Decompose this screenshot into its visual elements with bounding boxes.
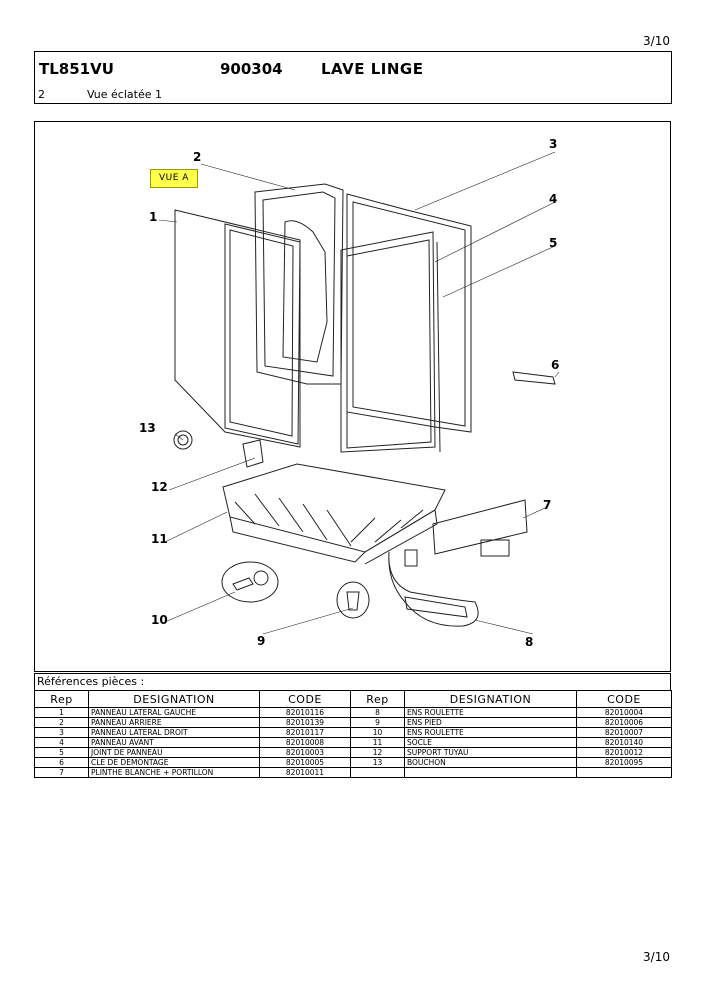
header-code: CODE <box>259 690 351 708</box>
cell-rep: 4 <box>34 737 89 748</box>
cell-rep: 2 <box>34 717 89 728</box>
cell-designation: PANNEAU LATERAL DROIT <box>88 727 260 738</box>
cell-designation: CLE DE DEMONTAGE <box>88 757 260 768</box>
callout-6: 6 <box>551 358 560 372</box>
callout-7: 7 <box>543 498 552 512</box>
cell-code: 82010139 <box>259 717 351 728</box>
cell-designation-2: ENS PIED <box>404 717 577 728</box>
cell-designation-2: SUPPORT TUYAU <box>404 747 577 758</box>
parts-table: Rep DESIGNATION CODE Rep DESIGNATION COD… <box>34 690 672 778</box>
cell-rep-2: 13 <box>350 757 405 768</box>
callout-11: 11 <box>151 532 168 546</box>
cell-rep: 3 <box>34 727 89 738</box>
cell-designation-2: BOUCHON <box>404 757 577 768</box>
product-code: 900304 <box>220 60 283 78</box>
cell-code: 82010116 <box>259 707 351 718</box>
cell-designation-2: ENS ROULETTE <box>404 707 577 718</box>
exploded-view-drawing: VUE A 1 2 3 4 5 6 7 8 9 10 11 12 13 <box>34 121 671 672</box>
callout-12: 12 <box>151 480 168 494</box>
callout-13: 13 <box>139 421 156 435</box>
page-number-bottom: 3/10 <box>643 950 670 964</box>
vue-a-label: VUE A <box>150 169 198 188</box>
cell-code-2: 82010140 <box>576 737 672 748</box>
cell-code: 82010005 <box>259 757 351 768</box>
references-title: Références pièces : <box>37 675 145 688</box>
view-number: 2 <box>38 88 45 101</box>
cell-designation: JOINT DE PANNEAU <box>88 747 260 758</box>
cell-code: 82010003 <box>259 747 351 758</box>
cell-designation-2 <box>404 767 577 778</box>
cell-rep: 1 <box>34 707 89 718</box>
cell-code-2: 82010012 <box>576 747 672 758</box>
callout-5: 5 <box>549 236 558 250</box>
cell-designation: PANNEAU AVANT <box>88 737 260 748</box>
cell-rep: 7 <box>34 767 89 778</box>
cell-code: 82010117 <box>259 727 351 738</box>
cell-rep-2: 8 <box>350 707 405 718</box>
header-designation: DESIGNATION <box>88 690 260 708</box>
cell-designation-2: ENS ROULETTE <box>404 727 577 738</box>
cell-code: 82010008 <box>259 737 351 748</box>
cell-designation: PANNEAU LATERAL GAUCHE <box>88 707 260 718</box>
cell-rep-2 <box>350 767 405 778</box>
cell-rep: 6 <box>34 757 89 768</box>
header-rep: Rep <box>34 690 89 708</box>
cell-rep-2: 12 <box>350 747 405 758</box>
table-header-row: Rep DESIGNATION CODE Rep DESIGNATION COD… <box>34 690 672 708</box>
exploded-view-illustration <box>158 151 560 635</box>
callout-2: 2 <box>193 150 202 164</box>
model-number: TL851VU <box>39 60 114 78</box>
document-header: TL851VU 900304 LAVE LINGE 2 Vue éclatée … <box>34 51 672 104</box>
cell-code: 82010011 <box>259 767 351 778</box>
callout-9: 9 <box>257 634 266 648</box>
cell-code-2: 82010007 <box>576 727 672 738</box>
product-title: LAVE LINGE <box>321 60 424 78</box>
page-number-top: 3/10 <box>643 34 670 48</box>
cell-code-2: 82010004 <box>576 707 672 718</box>
cell-rep-2: 11 <box>350 737 405 748</box>
cell-designation: PANNEAU ARRIERE <box>88 717 260 728</box>
cell-designation: PLINTHE BLANCHE + PORTILLON <box>88 767 260 778</box>
callout-1: 1 <box>149 210 158 224</box>
cell-code-2: 82010095 <box>576 757 672 768</box>
references-section: Références pièces : <box>34 673 671 690</box>
callout-3: 3 <box>549 137 558 151</box>
cell-rep-2: 10 <box>350 727 405 738</box>
header-rep-2: Rep <box>350 690 405 708</box>
cell-rep-2: 9 <box>350 717 405 728</box>
cell-code-2 <box>576 767 672 778</box>
cell-rep: 5 <box>34 747 89 758</box>
cell-code-2: 82010006 <box>576 717 672 728</box>
callout-4: 4 <box>549 192 558 206</box>
callout-8: 8 <box>525 635 534 649</box>
header-designation-2: DESIGNATION <box>404 690 577 708</box>
header-code-2: CODE <box>576 690 672 708</box>
cell-designation-2: SOCLE <box>404 737 577 748</box>
view-name: Vue éclatée 1 <box>87 88 162 101</box>
callout-10: 10 <box>151 613 168 627</box>
